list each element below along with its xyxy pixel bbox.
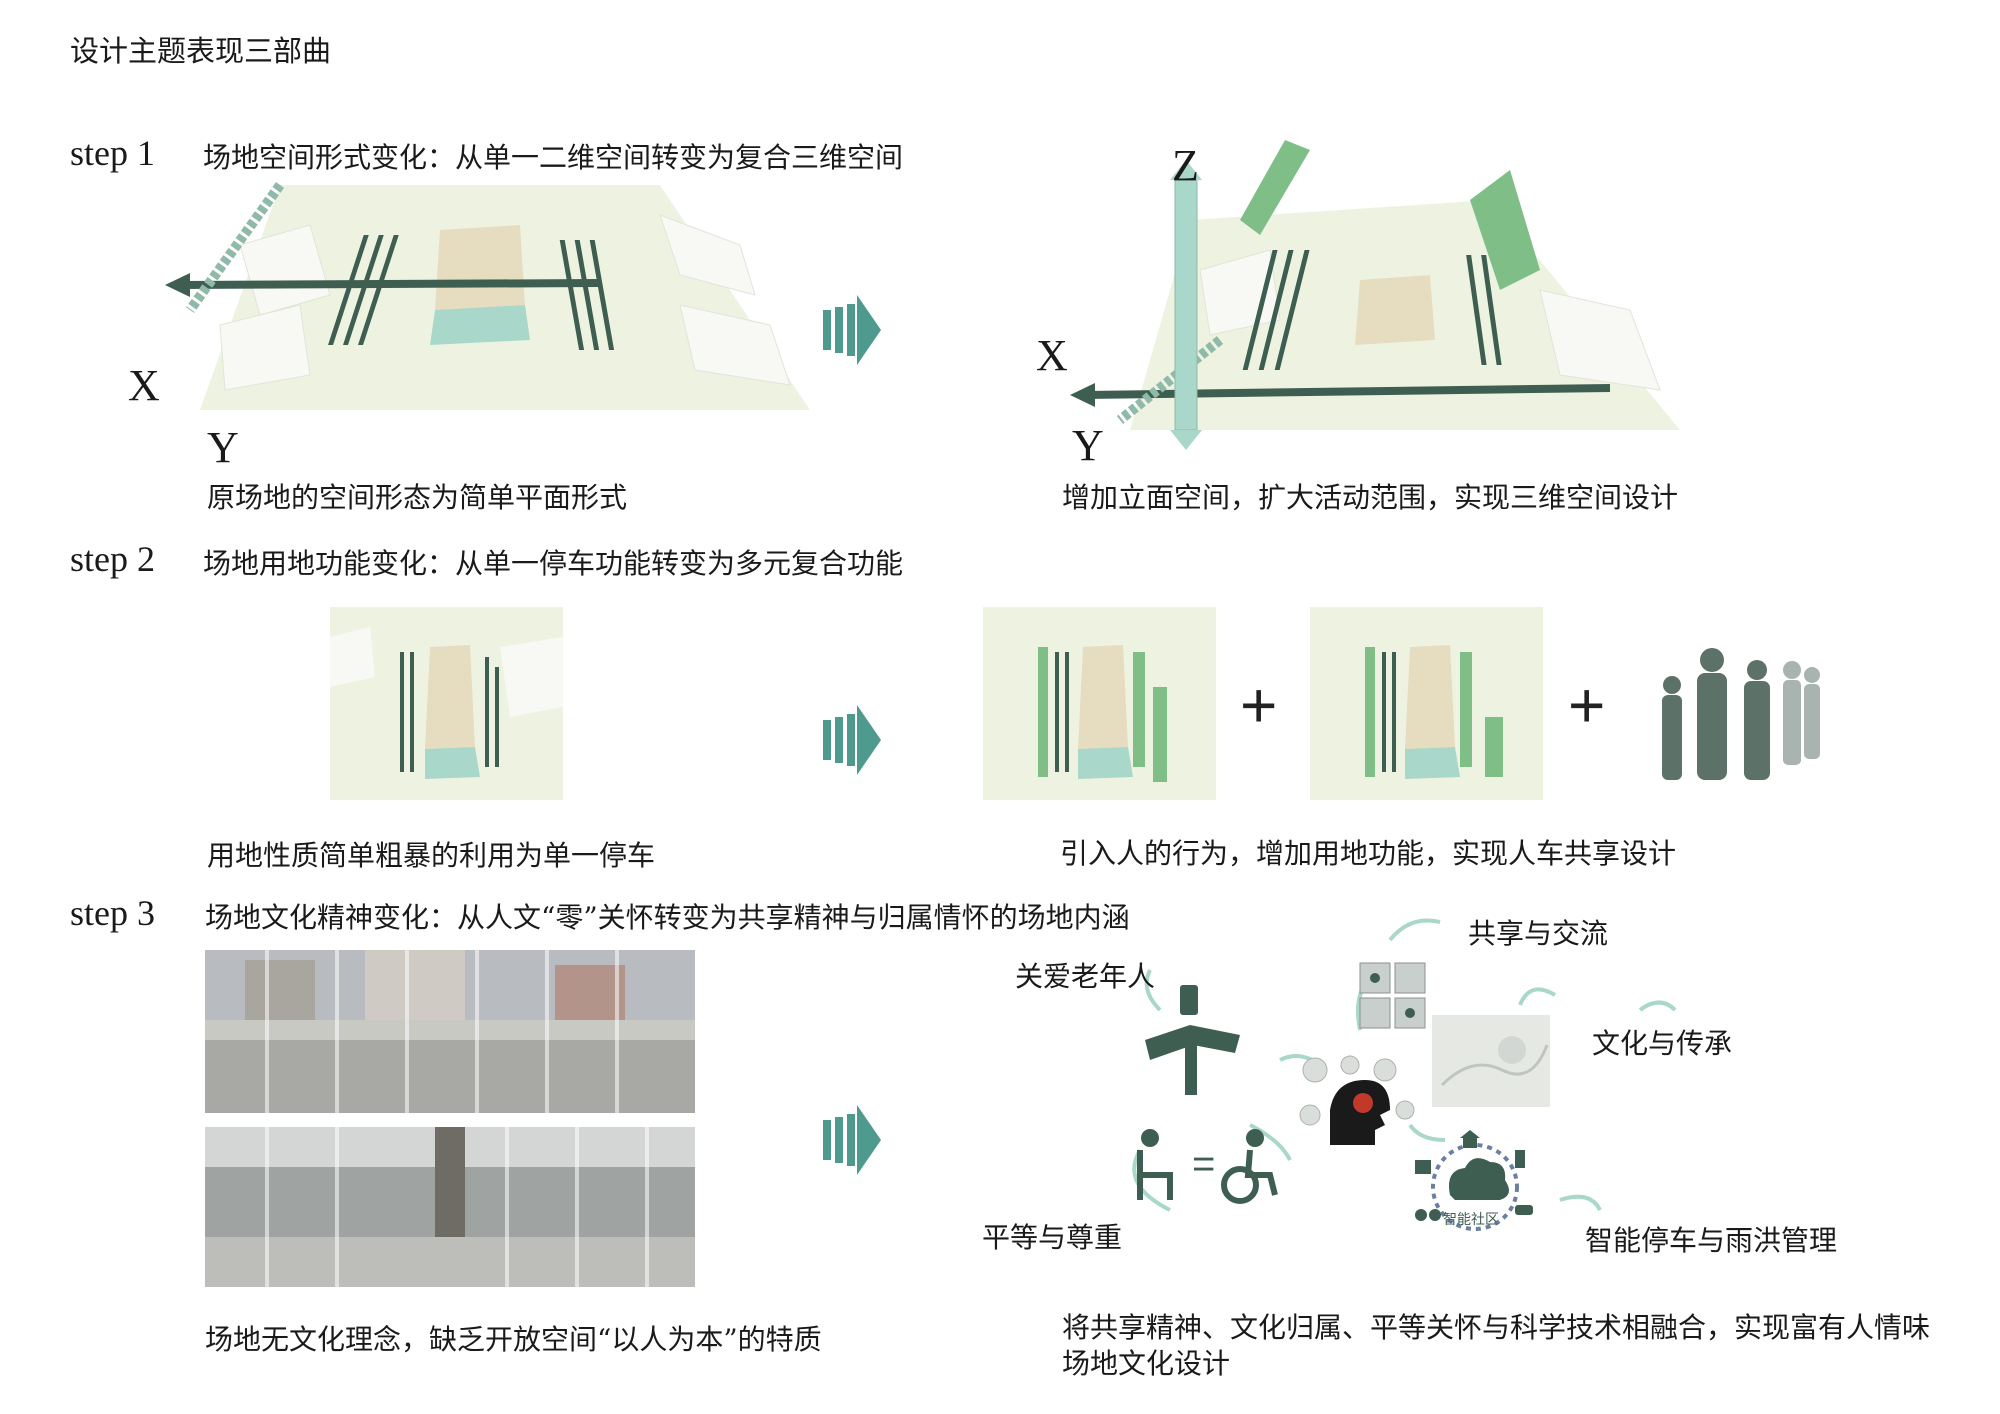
- brain-gears-icon: [1299, 1055, 1415, 1145]
- step-2-green-site-plan-b: [1310, 607, 1543, 800]
- elderly-care-icon: [1145, 985, 1240, 1095]
- y-axis-arrow: [185, 182, 285, 313]
- plus-sign-2: +: [1568, 669, 1606, 741]
- node-smart-parking: 智能停车与雨洪管理: [1585, 1224, 1838, 1257]
- plus-sign-1: +: [1240, 669, 1278, 741]
- page-title: 设计主题表现三部曲: [70, 34, 332, 68]
- y-axis-label-left: Y: [207, 423, 239, 472]
- y-axis-arrow: [1116, 336, 1224, 424]
- z-axis-arrow: [1174, 179, 1198, 431]
- step-3-label: step 3: [70, 893, 155, 933]
- step-2-parking-site-plan: [330, 607, 563, 800]
- step-2-transition-arrow: [823, 705, 881, 775]
- step-1-flat-site-diagram: [165, 182, 810, 410]
- step-2-heading: 场地用地功能变化：从单一停车功能转变为多元复合功能: [203, 547, 904, 580]
- equals-sign: =: [1192, 1142, 1216, 1186]
- site-photo-parking-lot: [205, 950, 695, 1113]
- step-3-right-caption-line-2: 场地文化设计: [1062, 1347, 1231, 1380]
- culture-heritage-painting: [1432, 1015, 1550, 1107]
- step-1-heading: 场地空间形式变化：从单一二维空间转变为复合三维空间: [203, 141, 904, 174]
- node-equality: 平等与尊重: [982, 1221, 1123, 1254]
- equality-wheelchair-icon: [1137, 1129, 1278, 1204]
- step-1-left-caption: 原场地的空间形态为简单平面形式: [207, 481, 628, 514]
- x-axis-label-right: X: [1036, 331, 1068, 380]
- step-1-3d-site-diagram: [1070, 140, 1680, 450]
- step-3-right-caption-line-1: 将共享精神、文化归属、平等关怀与科学技术相融合，实现富有人情味: [1062, 1311, 1931, 1344]
- x-axis-arrow: [1084, 384, 1611, 399]
- step-1-right-caption: 增加立面空间，扩大活动范围，实现三维空间设计: [1062, 481, 1679, 514]
- people-silhouettes-illustration: [1662, 648, 1820, 780]
- step-3-left-caption: 场地无文化理念，缺乏开放空间“以人为本”的特质: [205, 1323, 822, 1356]
- step-2-right-caption: 引入人的行为，增加用地功能，实现人车共享设计: [1060, 837, 1677, 870]
- smart-community-label: 智能社区: [1443, 1212, 1499, 1228]
- node-culture: 文化与传承: [1592, 1027, 1733, 1060]
- smart-community-icon: [1415, 1130, 1533, 1231]
- step-3-transition-arrow: [823, 1105, 881, 1175]
- x-axis-arrow: [179, 279, 601, 289]
- step-2-green-site-plan-a: [983, 607, 1216, 800]
- step-2-left-caption: 用地性质简单粗暴的利用为单一停车: [207, 839, 656, 872]
- z-axis-label: Z: [1172, 141, 1199, 190]
- sharing-puzzle-icon: [1359, 962, 1426, 1029]
- step-1-label: step 1: [70, 133, 155, 173]
- node-sharing: 共享与交流: [1468, 917, 1609, 950]
- site-photo-residential-blocks: [205, 1127, 695, 1287]
- step-1-transition-arrow: [823, 295, 881, 365]
- step-3-heading: 场地文化精神变化：从人文“零”关怀转变为共享精神与归属情怀的场地内涵: [205, 901, 1130, 934]
- x-axis-label-left: X: [128, 361, 160, 410]
- node-elderly-care: 关爱老年人: [1015, 960, 1156, 993]
- step-2-label: step 2: [70, 539, 155, 579]
- y-axis-label-right: Y: [1072, 421, 1104, 470]
- central-plaza: [435, 225, 525, 310]
